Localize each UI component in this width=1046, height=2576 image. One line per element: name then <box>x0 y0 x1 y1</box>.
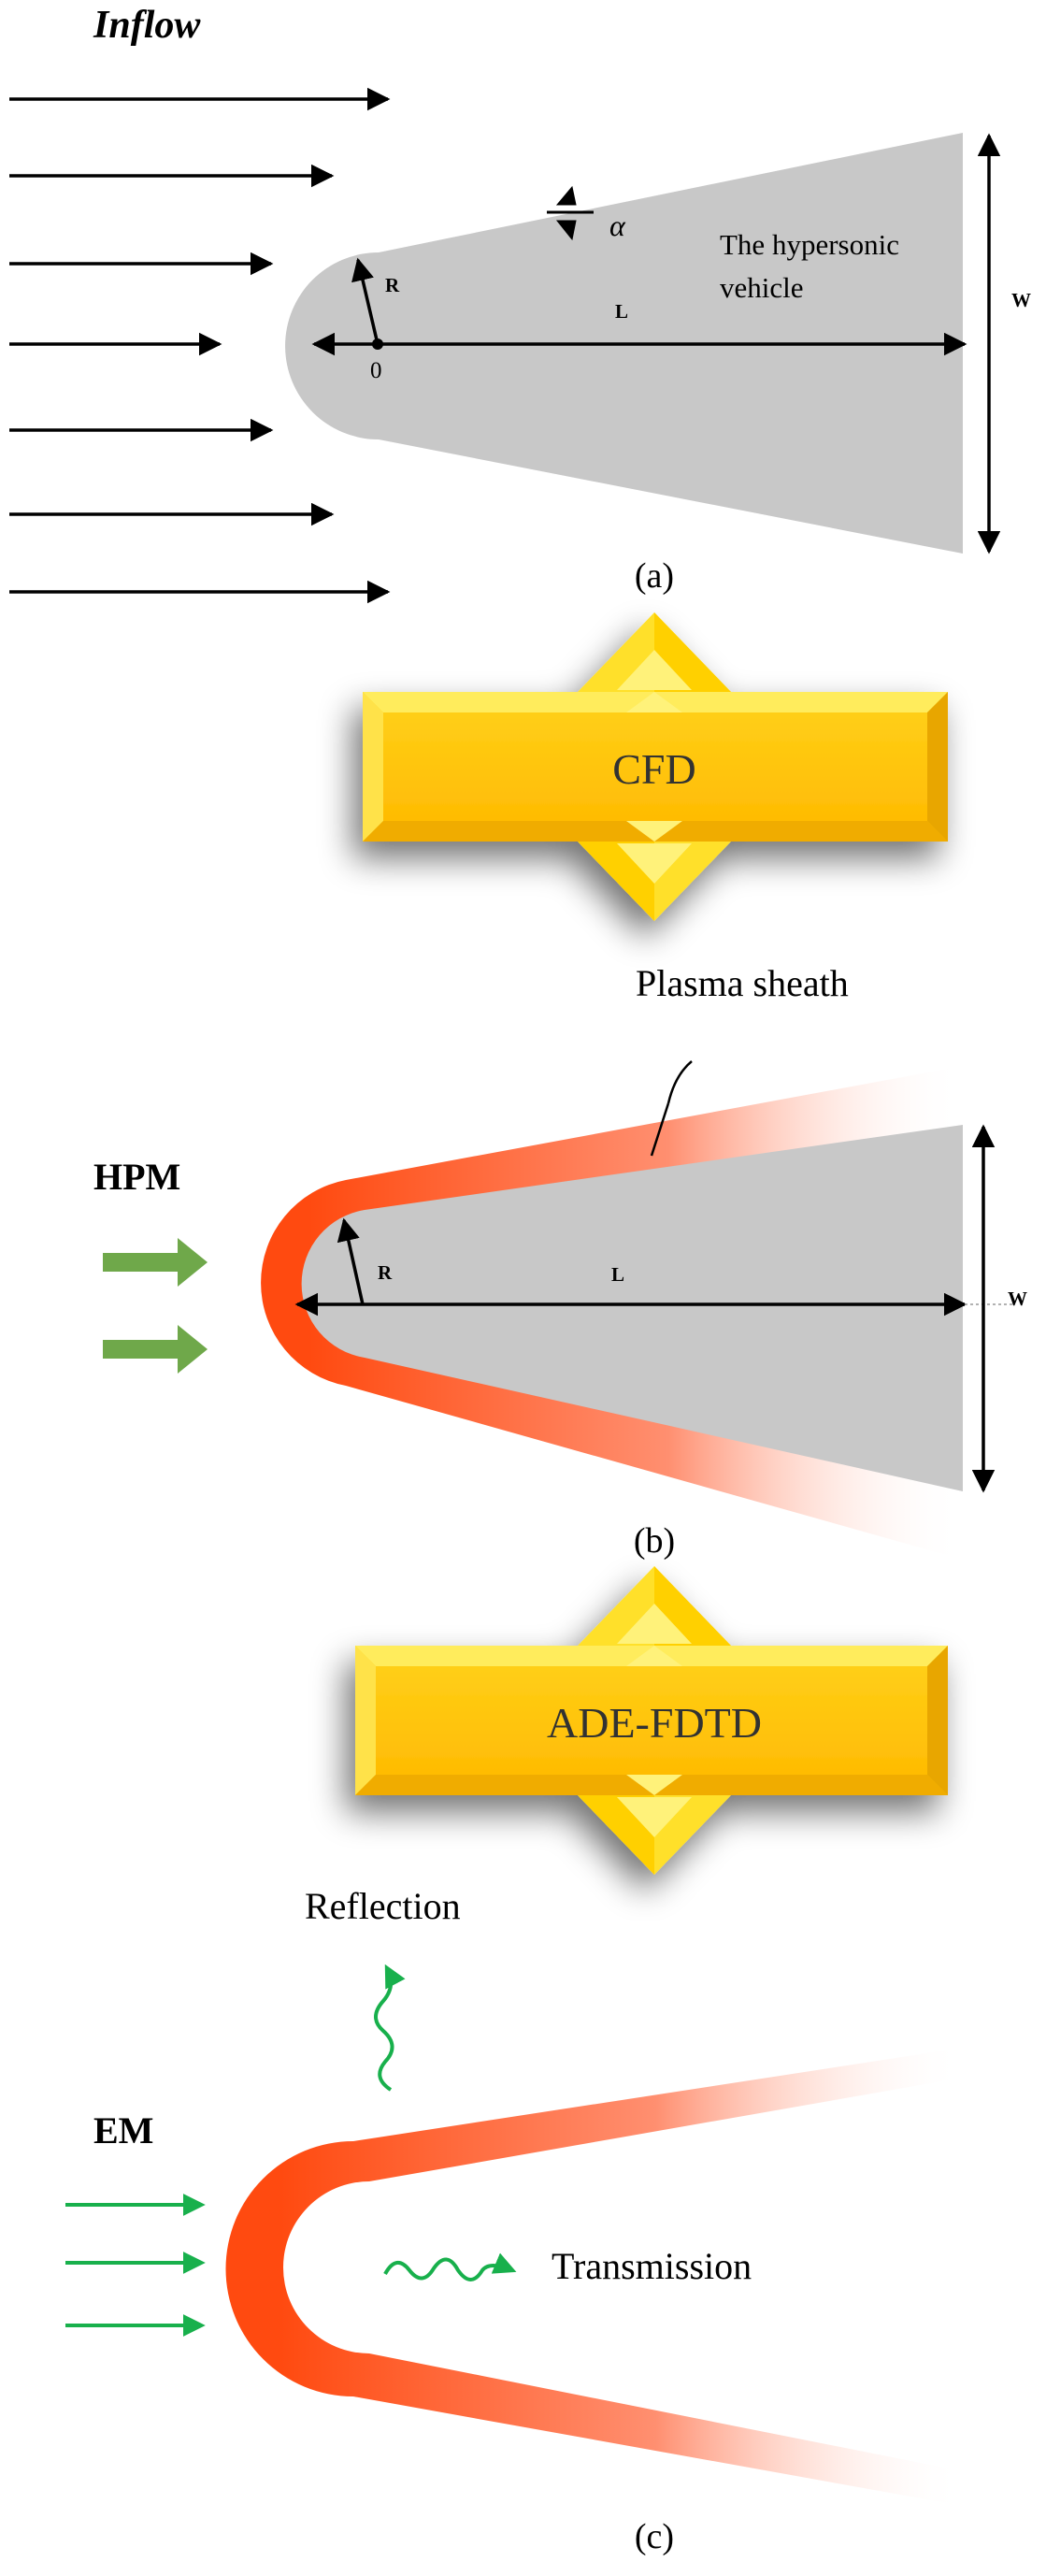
step-label: CFD <box>612 745 695 793</box>
radius-arrow <box>351 257 380 345</box>
transmitted-wave <box>383 2252 517 2281</box>
panel-a: Inflow R 0 L W α The hypersonic vehicle … <box>9 4 1031 604</box>
em-arrows <box>65 2194 206 2337</box>
cfd-step: CFD <box>363 612 948 921</box>
reflected-wave <box>374 1964 406 2092</box>
width-label: W <box>1008 1288 1027 1310</box>
radius-label: R <box>378 1261 393 1284</box>
panel-b-caption: (b) <box>634 1521 675 1561</box>
radius-label: R <box>385 274 400 296</box>
hpm-arrows <box>103 1238 208 1374</box>
inflow-label: Inflow <box>93 4 201 47</box>
reflection-label: Reflection <box>305 1885 461 1927</box>
radius-arrow <box>337 1217 365 1305</box>
step-label: ADE-FDTD <box>547 1699 762 1747</box>
origin-label: 0 <box>370 358 382 383</box>
panel-b: Plasma sheath HPM R L W (b) <box>93 962 1027 1561</box>
panel-a-caption: (a) <box>635 556 674 596</box>
angle-label: α <box>609 209 626 242</box>
sheath-label: Plasma sheath <box>636 962 849 1004</box>
source-label: HPM <box>93 1156 180 1198</box>
angle-marker <box>547 185 594 241</box>
step-box <box>355 1646 948 1795</box>
hpm-arrow <box>103 1238 208 1287</box>
source-label: EM <box>93 2109 153 2151</box>
width-label: W <box>1011 289 1031 311</box>
plasma-sheath <box>225 2048 964 2506</box>
step-box <box>363 692 948 842</box>
hpm-arrow <box>103 1325 208 1374</box>
length-label: L <box>615 300 628 323</box>
ade-fdtd-step: ADE-FDTD <box>355 1566 948 1875</box>
origin-point <box>372 338 383 350</box>
length-label: L <box>611 1263 624 1286</box>
vehicle-label-line1: The hypersonic <box>720 228 899 261</box>
vehicle-label-line2: vehicle <box>720 271 804 304</box>
inflow-arrows <box>9 87 391 604</box>
transmission-label: Transmission <box>552 2245 752 2287</box>
panel-c: Reflection EM Transmission (c) <box>65 1885 964 2556</box>
sheath-leader <box>650 1102 670 1157</box>
panel-c-caption: (c) <box>635 2517 674 2556</box>
